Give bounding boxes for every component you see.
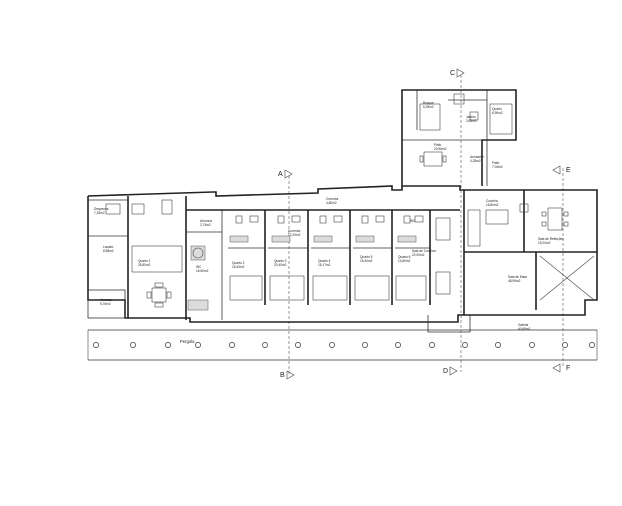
room-name: Bosque xyxy=(423,101,434,105)
building-walls xyxy=(87,89,598,333)
room-name: Cozinha xyxy=(486,199,498,203)
room-name: Pátio xyxy=(434,143,441,147)
room-area: 15,40m2 xyxy=(232,265,245,269)
room-name: Armazém xyxy=(470,155,484,159)
room-area: 8,58m2 xyxy=(103,249,114,253)
section-marker-e: E xyxy=(566,167,571,174)
section-lines xyxy=(288,75,564,374)
room-labels: Despensa 7,15m2 Lavabo 8,58m2 Quarto 1 2… xyxy=(94,101,564,331)
room-area: 16,50m2 xyxy=(196,269,209,273)
room-name: Corredor xyxy=(288,229,302,233)
room-name: Corredor xyxy=(326,197,340,201)
room-name: Quarto 3 xyxy=(274,259,287,263)
room-area: 7,04m2 xyxy=(492,165,503,169)
room-area: 3,65m2 xyxy=(466,119,477,123)
room-area: 40,66m2 xyxy=(518,327,531,331)
room-name: Pátio xyxy=(492,161,499,165)
room-name: Sala de Estar xyxy=(508,275,528,279)
section-marker-a: A xyxy=(278,171,283,178)
furniture xyxy=(105,103,595,308)
section-marker-f: F xyxy=(566,365,570,372)
room-area: 25,80m2 xyxy=(138,263,151,267)
room-area: 6,39m2 xyxy=(423,105,434,109)
room-area: 20,40m2 xyxy=(274,263,287,267)
room-area: 16,80m2 xyxy=(486,203,499,207)
room-area: 4,80m2 xyxy=(326,201,337,205)
room-name: Quarto 1 xyxy=(138,259,151,263)
room-name: Galeria xyxy=(518,323,529,327)
pergola-label: Pergola xyxy=(180,339,195,344)
pergola: Pergola xyxy=(87,329,598,361)
room-area: 14,80m2 xyxy=(398,259,411,263)
room-name: Quarto 6 xyxy=(398,255,411,259)
room-area: 15,40m2 xyxy=(360,259,373,263)
room-area: 6,90m2 xyxy=(492,111,503,115)
room-area: 5,76m2 xyxy=(100,302,111,306)
section-marker-d: D xyxy=(443,368,448,375)
room-area: 19,20m2 xyxy=(538,241,551,245)
room-name: Quarto 5 xyxy=(360,255,373,259)
room-area: 23,96m2 xyxy=(434,147,447,151)
room-name: Arrumos xyxy=(200,219,212,223)
room-name: WC xyxy=(410,219,416,223)
room-area: 48,96m2 xyxy=(508,279,521,283)
bath-fixtures xyxy=(187,93,479,311)
room-area: 15,17m2 xyxy=(318,263,331,267)
room-name: Sala de Refeições xyxy=(538,237,564,241)
room-area: 22,00m2 xyxy=(412,253,425,257)
room-name: Lavabo xyxy=(103,245,114,249)
room-name: Quarto 2 xyxy=(232,261,245,265)
room-name: Arrumos xyxy=(100,298,112,302)
room-area: 2,74m2 xyxy=(200,223,211,227)
room-name: Despensa xyxy=(94,207,109,211)
section-marker-b: B xyxy=(280,372,285,379)
room-area: 7,15m2 xyxy=(94,211,105,215)
room-name: WC xyxy=(196,265,202,269)
room-name: Sala de Convívio xyxy=(412,249,436,253)
room-name: Quarto 4 xyxy=(318,259,331,263)
room-name: Quarto xyxy=(492,107,502,111)
room-area: 12,20m2 xyxy=(288,233,301,237)
room-area: 4,25m2 xyxy=(470,159,481,163)
room-name: Jardim xyxy=(466,115,476,119)
section-markers: A B C D E F xyxy=(278,68,571,380)
section-marker-c: C xyxy=(450,70,455,77)
